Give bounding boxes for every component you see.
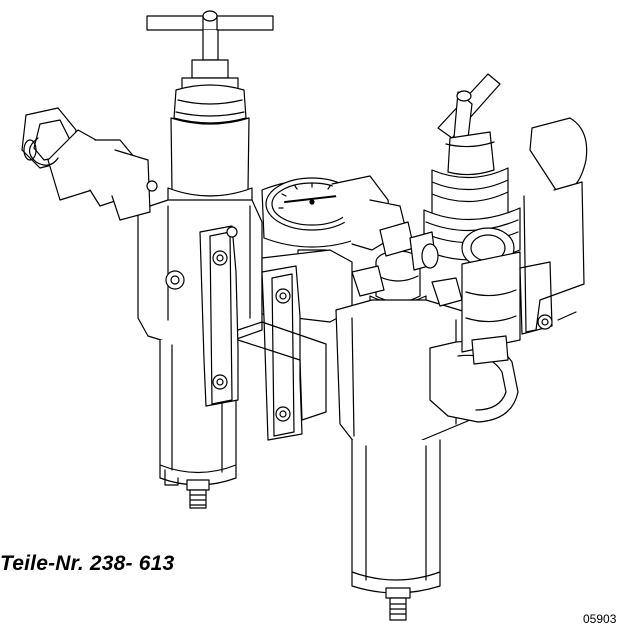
left-regulator-body xyxy=(138,200,262,352)
right-lubricator xyxy=(336,251,518,620)
air-shutoff-valve xyxy=(424,74,520,364)
left-regulator-bonnet xyxy=(168,60,252,214)
right-drain-valve xyxy=(386,588,410,620)
left-mounting-bracket xyxy=(200,226,238,406)
left-inlet-coupler xyxy=(22,108,157,220)
back-plate xyxy=(238,322,326,420)
left-drain-valve xyxy=(165,470,209,508)
connecting-hardware xyxy=(352,222,438,296)
right-handle-plate xyxy=(520,118,587,334)
figure-reference-number: 05903 xyxy=(583,612,617,626)
left-t-handle xyxy=(147,11,273,60)
lubricator-bowl xyxy=(352,440,440,580)
part-number-label: Teile-Nr. 238- 613 xyxy=(0,552,175,575)
center-mounting-bracket xyxy=(262,266,302,440)
